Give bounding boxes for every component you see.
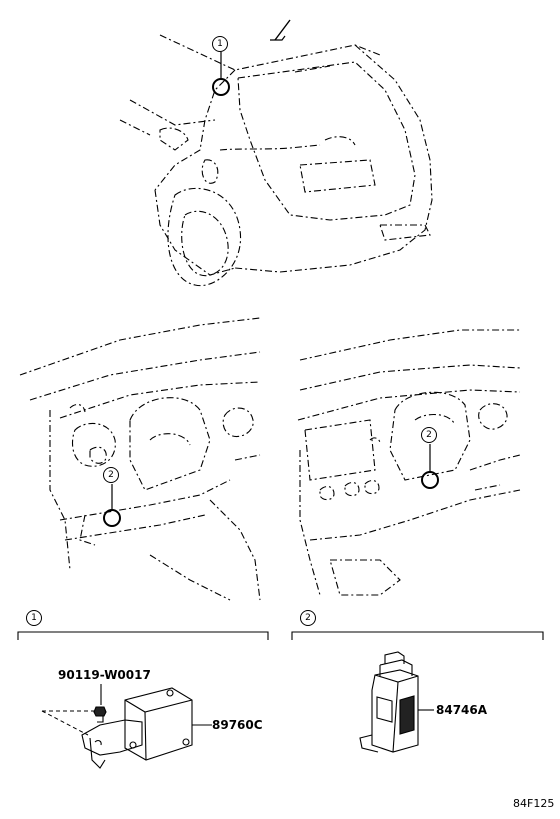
dashboard-right-illustration xyxy=(297,329,521,596)
ecu-part xyxy=(81,687,212,769)
callout-2-marker-left: 2 xyxy=(103,467,119,483)
part-label-ecu: 89760C xyxy=(212,718,263,732)
callout-2-marker-right: 2 xyxy=(421,427,437,443)
bolt-part xyxy=(93,684,107,723)
car-rear-illustration xyxy=(119,34,433,287)
part-label-bolt: 90119-W0017 xyxy=(58,668,151,682)
dashboard-left-illustration xyxy=(19,317,261,601)
section-2-marker: 2 xyxy=(300,610,316,626)
figure-code: 84F125 xyxy=(513,797,555,810)
switch-part xyxy=(359,651,434,753)
section-1-marker: 1 xyxy=(26,610,42,626)
callout-1-marker: 1 xyxy=(212,36,228,52)
part-label-switch: 84746A xyxy=(436,703,488,717)
